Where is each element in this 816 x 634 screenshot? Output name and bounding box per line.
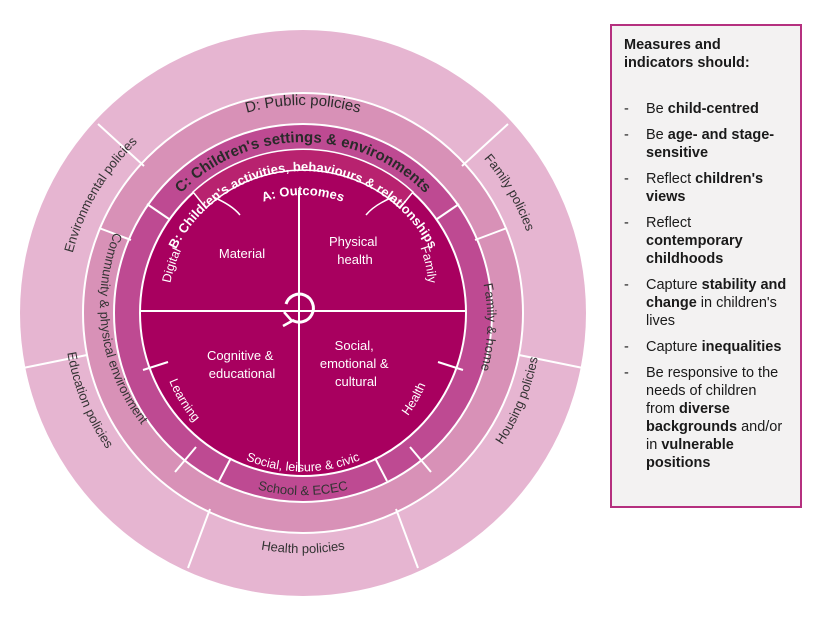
measure-text: Be responsive to the needs of children f… — [646, 365, 779, 417]
wellbeing-wheel-diagram: D: Public policies C: Children's setting… — [20, 30, 586, 596]
list-dash: - — [624, 127, 629, 143]
tab-bracket-left — [212, 196, 241, 216]
list-dash: - — [624, 101, 629, 117]
measure-text: Capture — [646, 277, 702, 293]
outcomes-core — [139, 149, 467, 477]
outcome-material: Material — [219, 246, 265, 261]
policy-health: Health policies — [260, 538, 346, 557]
measures-title: Measures and indicators should: — [624, 37, 750, 71]
measure-item: - Reflect contemporary childhoods — [624, 214, 788, 268]
measure-text: Reflect — [646, 171, 696, 187]
cycle-icon — [282, 292, 315, 328]
measure-emphasis: diverse backgrounds — [646, 401, 738, 435]
measure-text: in children's lives — [646, 295, 777, 329]
list-dash: - — [624, 277, 629, 293]
settings-dividers — [98, 227, 508, 473]
outcomes-header-tab — [191, 148, 415, 210]
list-dash: - — [624, 365, 629, 381]
measure-item: - Capture inequalities — [624, 338, 788, 356]
measure-emphasis: child-centred — [667, 101, 759, 117]
measure-item: - Be age- and stage-sensitive — [624, 126, 788, 162]
measure-text: Be — [646, 127, 668, 143]
activities-dividers — [142, 203, 464, 482]
setting-school-ecec: School & ECEC — [257, 478, 349, 498]
measure-emphasis: vulnerable positions — [646, 437, 734, 471]
measure-emphasis: children's views — [646, 171, 764, 205]
measure-text: and/or in — [646, 419, 783, 453]
measure-text: Capture — [646, 339, 702, 355]
outcome-social-emotional: Social, emotional & cultural — [320, 338, 392, 389]
measures-box: Measures and indicators should: - Be chil… — [610, 24, 802, 508]
measure-item: - Be responsive to the needs of children … — [624, 364, 788, 472]
measures-list: - Be child-centred - Be age- and stage-sens… — [624, 100, 788, 472]
measure-emphasis: stability and change — [646, 277, 787, 311]
measure-text: Be — [646, 101, 668, 117]
list-dash: - — [624, 171, 629, 187]
ring-a-label: A: Outcomes — [260, 183, 347, 205]
outcome-cognitive: Cognitive & educational — [207, 348, 277, 381]
tab-bracket-right — [365, 196, 394, 216]
measure-item: - Be child-centred — [624, 100, 788, 118]
measure-emphasis: age- and stage-sensitive — [646, 127, 775, 161]
list-dash: - — [624, 215, 629, 231]
list-dash: - — [624, 339, 629, 355]
measure-emphasis: inequalities — [701, 339, 782, 355]
measure-emphasis: contemporary childhoods — [646, 233, 743, 267]
measure-item: - Capture stability and change in childre… — [624, 276, 788, 330]
outcome-physical-health: Physical health — [329, 234, 381, 267]
measure-item: - Reflect children's views — [624, 170, 788, 206]
measure-text: Reflect — [646, 215, 692, 231]
policy-dividers — [22, 123, 584, 569]
